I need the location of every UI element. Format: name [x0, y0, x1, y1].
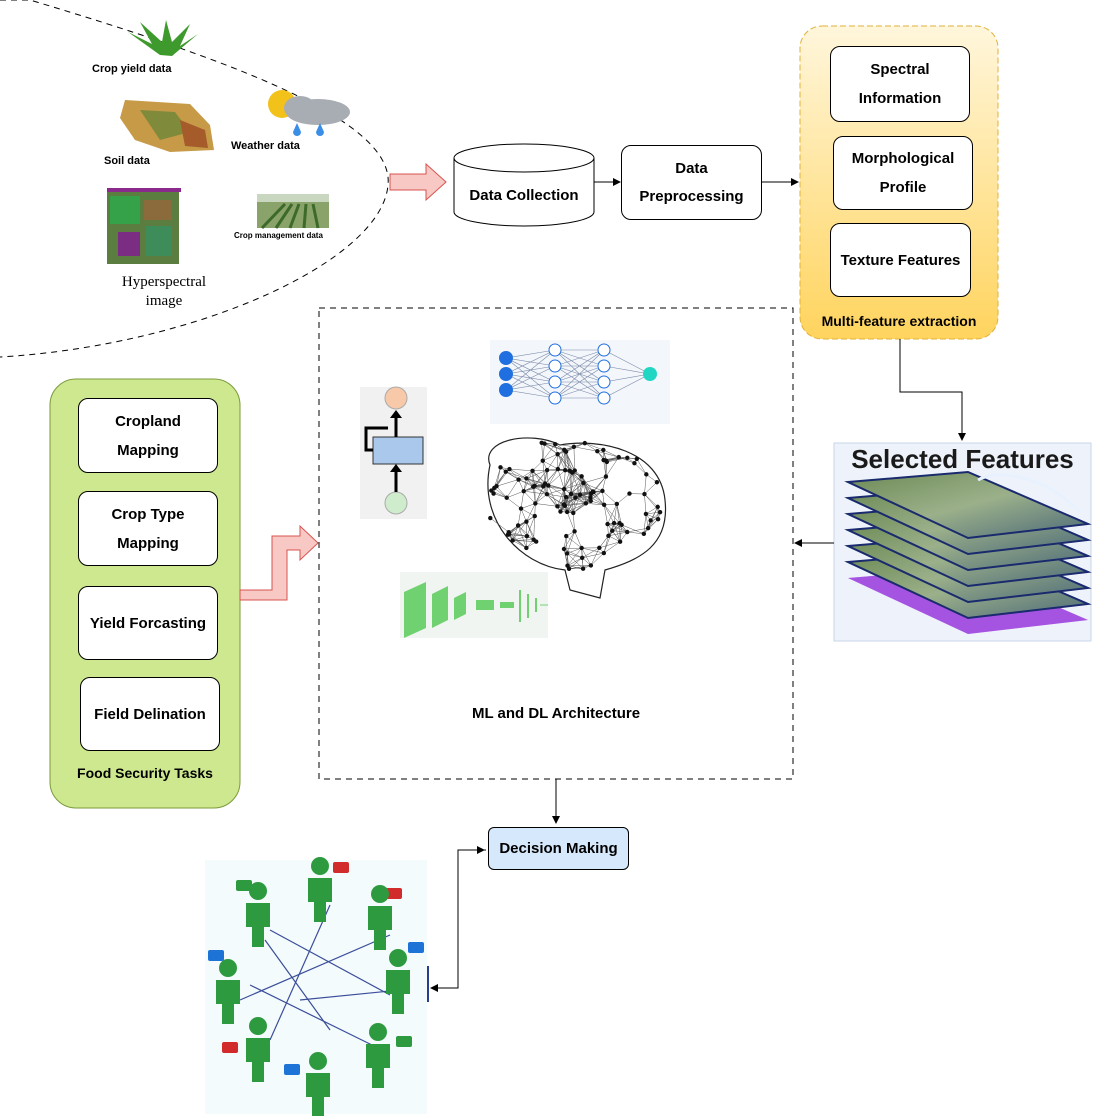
food-security-title: Food Security Tasks — [77, 765, 213, 781]
crop-management-label: Crop management data — [234, 231, 323, 240]
soil-data-label: Soil data — [104, 155, 150, 167]
cnn-icon — [400, 572, 548, 638]
data-collection-cylinder — [453, 143, 595, 227]
soil-map-image — [120, 100, 214, 152]
weather-icon — [268, 90, 350, 136]
hyperspectral-image — [107, 188, 181, 264]
person-icon — [246, 882, 270, 947]
person-icon — [368, 885, 392, 950]
food-to-architecture-arrow — [239, 524, 319, 601]
brain-network-icon — [487, 437, 667, 599]
person-icon — [216, 959, 240, 1024]
rnn-icon — [360, 386, 427, 519]
feature-extraction-title: Multi-feature extraction — [821, 313, 977, 329]
data-collection-label: Data Collection — [469, 187, 579, 204]
crop-plant-icon — [128, 20, 198, 56]
person-icon — [246, 1017, 270, 1082]
person-icon — [386, 949, 410, 1014]
decision-making-box: Decision Making — [488, 827, 629, 870]
neural-network-icon — [490, 340, 670, 424]
crop-yield-label: Crop yield data — [92, 63, 172, 75]
sources-to-collection-arrow — [389, 162, 447, 202]
person-icon — [306, 1052, 330, 1116]
texture-features-box: Texture Features — [830, 223, 971, 297]
selected-features-title: Selected Features — [851, 444, 1074, 474]
stakeholders-network-image — [205, 857, 427, 1116]
yield-forecasting-box: Yield Forcasting — [78, 586, 218, 660]
crop-field-image — [257, 194, 329, 230]
field-delineation-box: Field Delination — [80, 677, 220, 751]
data-sources-region — [0, 0, 389, 358]
person-icon — [366, 1023, 390, 1088]
architecture-title: ML and DL Architecture — [471, 705, 641, 722]
selected-features-image — [833, 442, 1092, 642]
person-icon — [308, 857, 332, 922]
weather-data-label: Weather data — [231, 140, 300, 152]
